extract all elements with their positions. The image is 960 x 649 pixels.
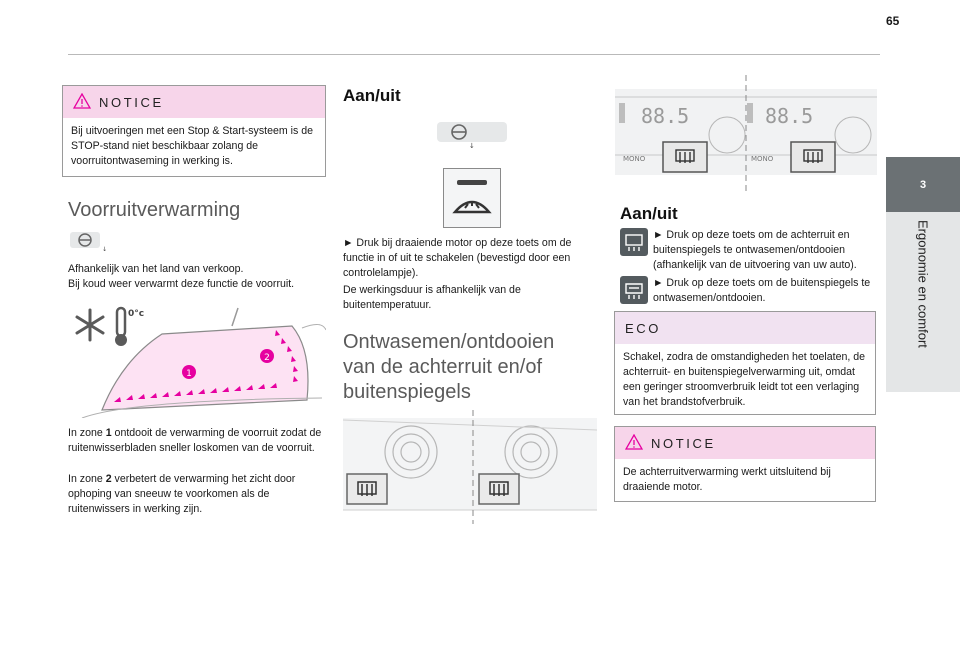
eco-title: ECO xyxy=(625,320,661,336)
temp-display-left: 88.5 xyxy=(641,104,689,128)
intro-text-1: Afhankelijk van het land van verkoop. xyxy=(68,263,244,275)
steering-wheel-icon: ↓ xyxy=(437,118,509,150)
section-heading-onoff-rear: Aan/uit xyxy=(620,204,678,223)
temperature-label: 0°c xyxy=(128,309,144,319)
notice-title: NOTICE xyxy=(651,435,716,451)
chapter-tab-number[interactable]: 3 xyxy=(886,157,960,212)
notice-text: De achterruitverwarming werkt uitsluiten… xyxy=(623,466,831,493)
notice-box-right: NOTICE De achterruitverwarming werkt uit… xyxy=(614,426,876,502)
zone-2-text: In zone 2 verbetert de verwarming het zi… xyxy=(68,473,296,515)
temp-display-right: 88.5 xyxy=(765,104,813,128)
rear-defrost-panel-illustration xyxy=(343,410,597,524)
mono-label-left: MONO xyxy=(623,155,646,163)
svg-text:↓: ↓ xyxy=(102,246,107,252)
top-rule xyxy=(68,54,880,55)
section-heading-rear-defrost: Ontwasemen/ontdooien van de achterruit e… xyxy=(343,331,555,403)
eco-header: ECO xyxy=(615,312,875,344)
svg-text:↓: ↓ xyxy=(469,142,475,150)
snowflake-icon xyxy=(75,308,105,342)
thermometer-icon xyxy=(115,306,127,346)
rear-defrost-instruction: ► Druk op deze toets om de achterruit en… xyxy=(620,228,876,273)
section-heading-onoff: Aan/uit xyxy=(343,86,401,105)
section-heading-windshield: Voorruitverwarming xyxy=(68,199,241,221)
rear-window-defrost-button[interactable] xyxy=(620,228,648,256)
intro-text-2: Bij koud weer verwarmt deze functie de v… xyxy=(68,278,295,290)
onoff-instruction: ► Druk bij draaiende motor op deze toets… xyxy=(343,237,572,279)
mono-label-right: MONO xyxy=(751,155,774,163)
chapter-tab xyxy=(886,212,960,392)
notice-box-left: NOTICE Bij uitvoeringen met een Stop & S… xyxy=(62,85,326,177)
steering-wheel-icon: ↓ xyxy=(70,230,108,252)
notice-title: NOTICE xyxy=(99,94,164,110)
eco-box: ECO Schakel, zodra de omstandigheden het… xyxy=(614,311,876,415)
duration-text: De werkingsduur is afhankelijk van de bu… xyxy=(343,284,521,311)
eco-text: Schakel, zodra de omstandigheden het toe… xyxy=(623,351,866,408)
page-number: 65 xyxy=(886,14,900,28)
chapter-title: Ergonomie en comfort xyxy=(915,220,931,348)
warning-icon xyxy=(624,433,644,453)
windshield-heating-button[interactable] xyxy=(443,168,501,228)
notice-header: NOTICE xyxy=(615,427,875,459)
notice-text: Bij uitvoeringen met een Stop & Start-sy… xyxy=(71,125,314,167)
warning-icon xyxy=(72,92,92,112)
mirror-defrost-button[interactable] xyxy=(620,276,648,304)
callout-2: 2 xyxy=(264,353,270,363)
notice-header: NOTICE xyxy=(63,86,325,118)
mirror-defrost-instruction: ► Druk op deze toets om de buitenspiegel… xyxy=(620,276,876,306)
climate-display-illustration: 88.5 88.5 MONO MONO xyxy=(615,75,877,192)
windshield-illustration: 0°c 1 2 xyxy=(62,300,326,418)
zone-1-text: In zone 1 ontdooit de verwarming de voor… xyxy=(68,427,322,454)
callout-1: 1 xyxy=(186,369,192,379)
